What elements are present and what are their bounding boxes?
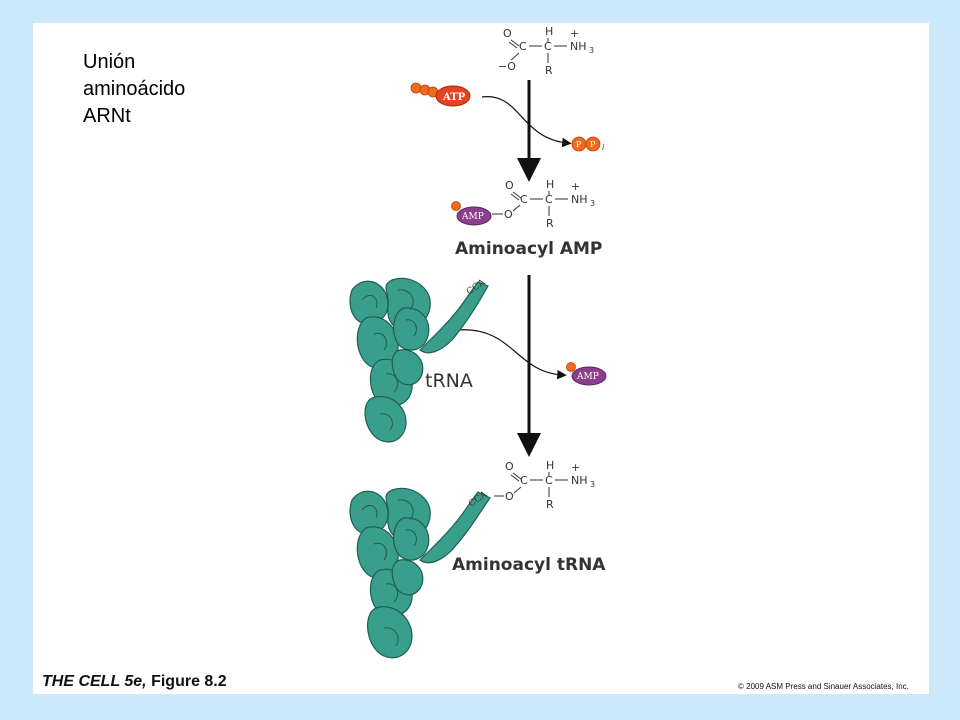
chem-nh3: NH [570, 40, 587, 53]
amp-label-1: AMP [461, 212, 484, 222]
atp-label: ATP [442, 92, 466, 103]
chem-plus: + [570, 27, 579, 40]
chem-c-2: C [544, 40, 552, 53]
chem-o-link-c: O [505, 490, 514, 503]
chem-h-b: H [546, 178, 554, 191]
chem-h-c: H [546, 459, 554, 472]
aminoacyl-amp-structure: O C C H R NH 3 + O AMP [451, 178, 595, 230]
chem-o-mid: O [505, 179, 514, 192]
title-line-2: aminoácido [83, 78, 186, 100]
chem-sub3-c: 3 [590, 480, 595, 489]
chem-r: R [545, 64, 553, 77]
atp-molecule: ATP [410, 82, 471, 107]
trna-contours [361, 289, 417, 431]
side-arrow-2 [457, 329, 567, 380]
slide-canvas [33, 23, 929, 694]
slide-title: Unión aminoácido ARNt [83, 49, 185, 130]
p-label-1: P [576, 140, 582, 149]
chem-sub3-b: 3 [590, 199, 595, 208]
p-label-2: P [590, 140, 596, 149]
aminoacyl-amp-label: Aminoacyl AMP [455, 239, 602, 259]
citation-book: THE CELL 5e, [42, 673, 147, 690]
side-arrow-1 [481, 96, 572, 148]
figure-citation: THE CELL 5e, Figure 8.2 [42, 673, 227, 691]
chem-c-2b: C [545, 193, 553, 206]
citation-figure: Figure 8.2 [146, 673, 227, 690]
chem-plus-b: + [571, 180, 580, 193]
chem-nh3-c: NH [571, 474, 588, 487]
trna-molecule-charged [349, 487, 491, 659]
trna-label: tRNA [425, 370, 473, 392]
chem-r-c: R [546, 498, 554, 511]
aminoacyl-trna-structure: O C C H R NH 3 + O [494, 459, 595, 511]
chem-h: H [545, 25, 553, 38]
chem-sub3: 3 [589, 46, 594, 55]
title-line-1: Unión [83, 51, 136, 73]
chem-r-b: R [546, 217, 554, 230]
amp-product: AMP [566, 362, 607, 386]
chem-o-link: O [504, 208, 513, 221]
chem-c-1c: C [520, 474, 528, 487]
chem-o-bot: O [505, 460, 514, 473]
chem-o-minus: −O [498, 60, 516, 73]
chem-nh3-b: NH [571, 193, 588, 206]
chem-o-top: O [503, 27, 512, 40]
trna-molecule [349, 277, 489, 443]
pi-subscript: i [602, 143, 605, 152]
amino-acid-structure: O C C H R NH 3 + −O [498, 25, 594, 77]
trna-contours-charged [361, 499, 417, 647]
pyrophosphate-product: P P i [571, 136, 605, 152]
amp-label-2: AMP [576, 372, 599, 382]
copyright-notice: © 2009 ASM Press and Sinauer Associates,… [738, 682, 909, 691]
title-line-3: ARNt [83, 105, 131, 127]
aminoacyl-trna-label: Aminoacyl tRNA [452, 555, 606, 575]
chem-c-1: C [519, 40, 527, 53]
chem-c-2c: C [545, 474, 553, 487]
chem-plus-c: + [571, 461, 580, 474]
chem-c-1b: C [520, 193, 528, 206]
